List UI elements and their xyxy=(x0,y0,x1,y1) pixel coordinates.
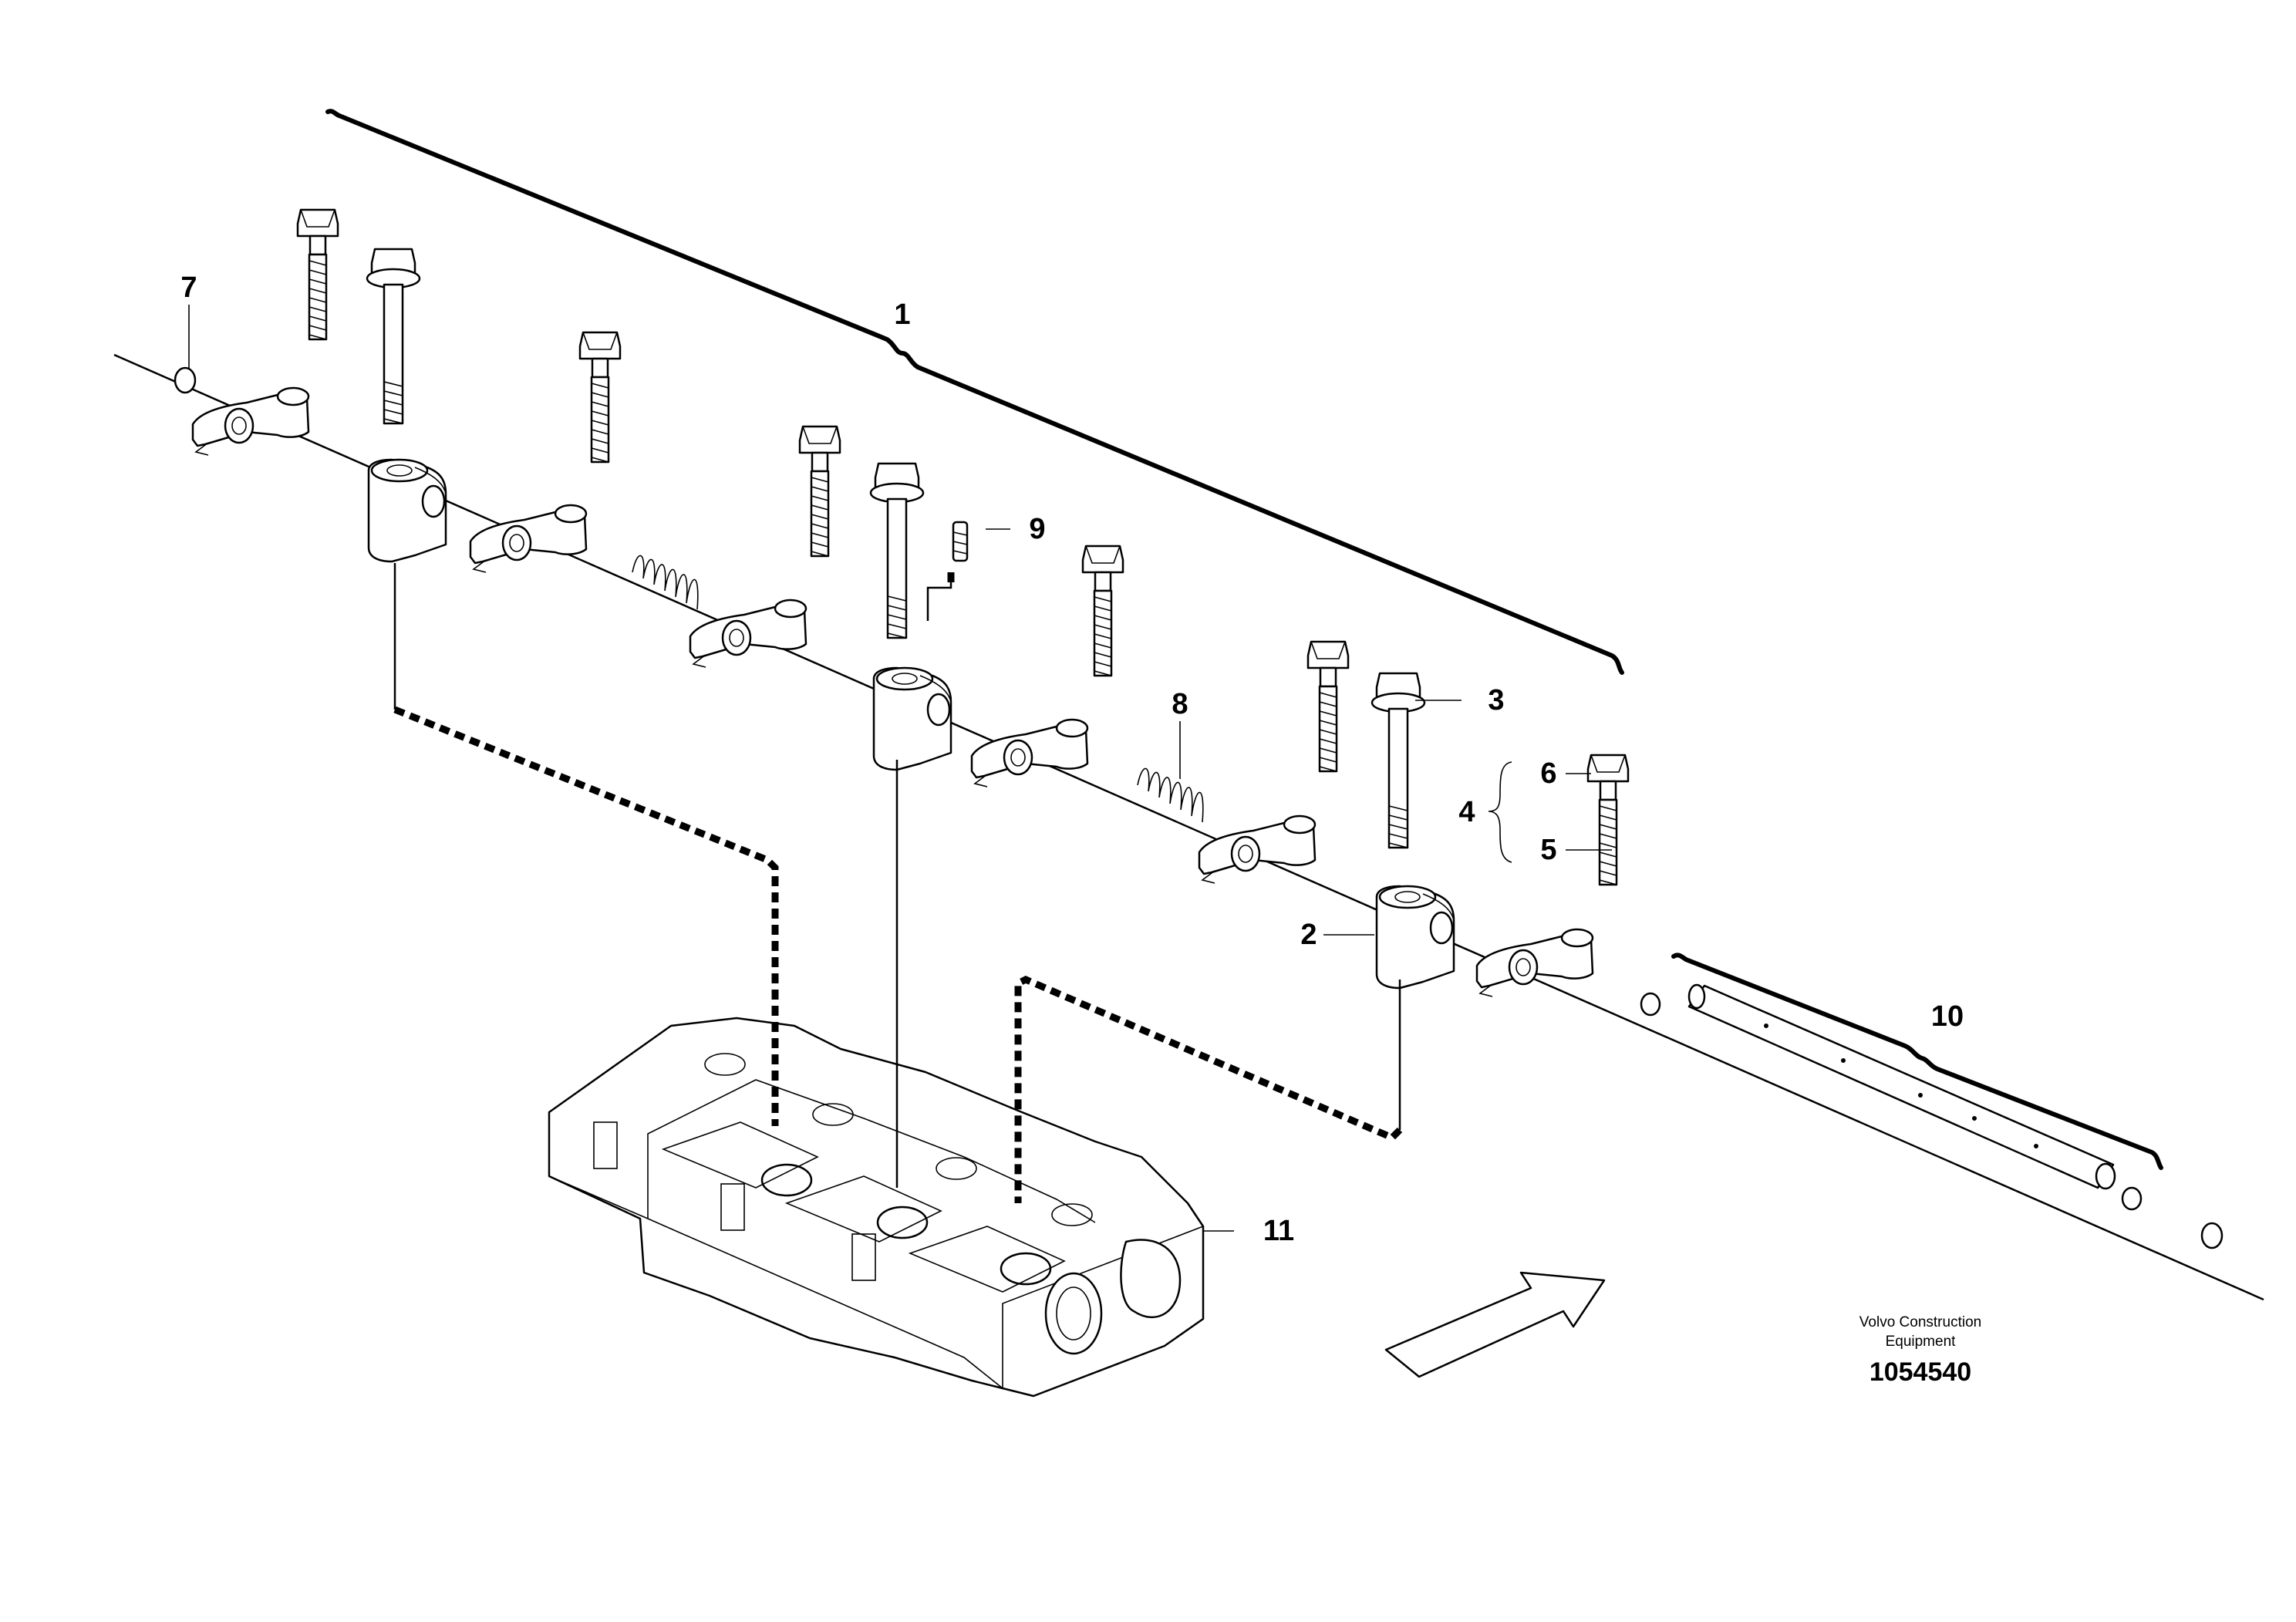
dashed-position-line xyxy=(393,706,779,1126)
rocker-arm xyxy=(1475,928,1594,998)
spring-8 xyxy=(1137,767,1204,823)
snap-ring-right xyxy=(2200,1222,2224,1249)
flange-bolt xyxy=(366,248,421,425)
adjusting-screw xyxy=(296,208,339,341)
callout-3: 3 xyxy=(1488,684,1504,717)
rocker-arm xyxy=(689,599,807,669)
spring xyxy=(632,555,699,610)
rocker-arm xyxy=(1198,814,1317,885)
adjusting-screw xyxy=(578,331,622,464)
group-brace-4 xyxy=(1488,761,1512,863)
adjusting-screw xyxy=(798,425,841,558)
shaft-axis-line xyxy=(113,353,2264,1301)
callout-10: 10 xyxy=(1931,1000,1964,1033)
callout-2: 2 xyxy=(1300,919,1317,951)
callout-1: 1 xyxy=(894,298,910,331)
cylinder-head-11 xyxy=(548,1017,1205,1398)
callout-6: 6 xyxy=(1540,757,1556,790)
rocker-shaft-10 xyxy=(1687,983,2116,1190)
callout-8: 8 xyxy=(1172,688,1188,720)
dashed-position-line xyxy=(1014,976,1403,1203)
direction-arrow xyxy=(1384,1271,1606,1378)
rocker-arm xyxy=(970,718,1089,788)
flange-bolt xyxy=(869,462,925,639)
shaft-plug xyxy=(2121,1186,2143,1211)
adjusting-screw xyxy=(1081,545,1124,677)
callout-5: 5 xyxy=(1540,834,1556,866)
snap-ring-left xyxy=(174,366,197,394)
assembly-bracket-1 xyxy=(325,109,1624,675)
callout-7: 7 xyxy=(180,271,197,304)
credit-line-1: Volvo Construction xyxy=(1859,1314,1981,1330)
adjusting-screw xyxy=(1306,640,1350,773)
adjusting-screw-5 xyxy=(1586,754,1630,886)
rocker-arm xyxy=(469,504,588,574)
flange-bolt-3 xyxy=(1371,672,1426,849)
callout-9: 9 xyxy=(1029,513,1045,545)
credit-line-2: Equipment xyxy=(1886,1334,1957,1350)
rocker-support xyxy=(367,458,447,563)
rocker-support-2 xyxy=(1375,885,1455,990)
rocker-support xyxy=(872,666,952,771)
shaft-bracket-10 xyxy=(1671,953,2163,1170)
callout-11: 11 xyxy=(1263,1215,1294,1247)
shaft-plug xyxy=(1640,992,1661,1017)
callout-4: 4 xyxy=(1458,796,1475,828)
document-number: 1054540 xyxy=(1870,1357,1971,1387)
